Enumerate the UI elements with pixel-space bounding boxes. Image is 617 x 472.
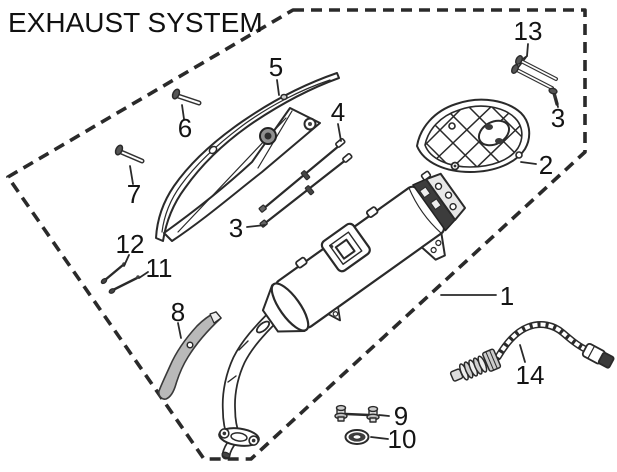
page-title: EXHAUST SYSTEM (8, 7, 263, 38)
callout-3-right: 3 (550, 103, 566, 133)
callout-8: 8 (170, 297, 186, 327)
callout-3-left: 3 (228, 213, 244, 243)
bolt-7-illustration (114, 144, 145, 164)
heat-shield-illustration (155, 72, 340, 242)
screws-11-12-illustration (100, 262, 140, 294)
leader-lines (123, 43, 559, 440)
callout-6: 6 (177, 113, 193, 143)
shield-bracket-8-illustration (158, 311, 222, 400)
studs-9-illustration (334, 404, 380, 423)
muffler-1-illustration (218, 170, 467, 460)
bolt-6-illustration (171, 88, 202, 106)
callout-12: 12 (115, 229, 145, 259)
callout-1: 1 (499, 281, 515, 311)
callout-10: 10 (387, 424, 417, 454)
tail-cap-2-illustration (416, 98, 531, 173)
callout-5: 5 (268, 52, 284, 82)
callout-13: 13 (513, 16, 543, 46)
oxygen-sensor-14-illustration (449, 321, 615, 382)
callout-9: 9 (393, 401, 409, 431)
callout-14: 14 (515, 360, 545, 390)
gasket-10-illustration (344, 429, 370, 445)
callout-4: 4 (330, 97, 346, 127)
dashed-boundary (6, 8, 587, 461)
callout-7: 7 (126, 179, 142, 209)
callout-11: 11 (145, 253, 173, 283)
bolts-13-illustration (511, 55, 558, 90)
callout-2: 2 (538, 150, 554, 180)
